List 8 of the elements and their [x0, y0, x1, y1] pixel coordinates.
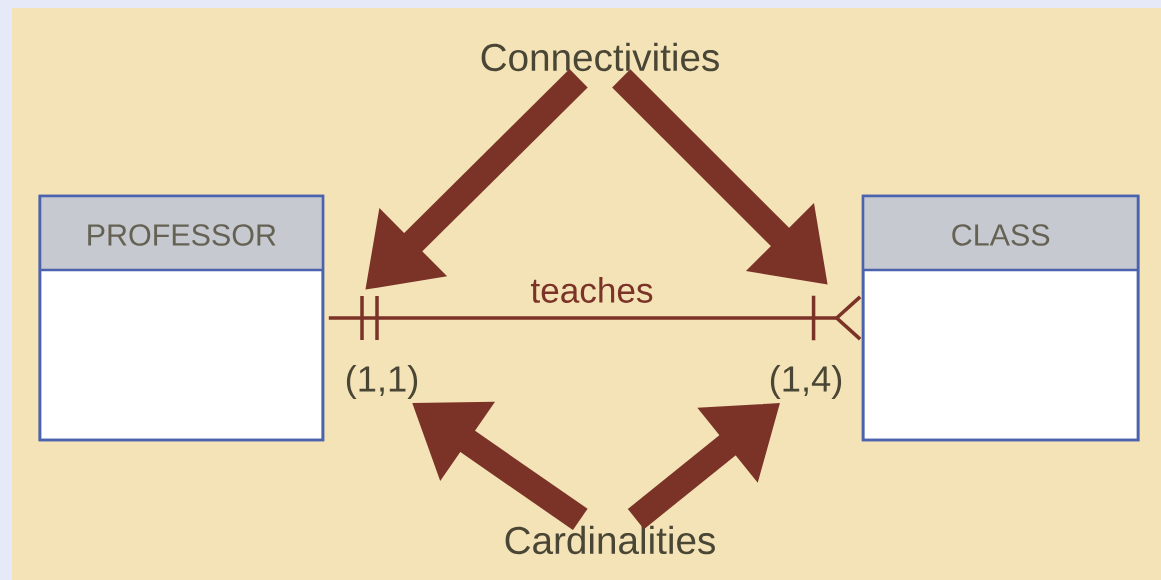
entity-box: CLASS: [861, 194, 1140, 442]
callout-text: Cardinalities: [505, 525, 715, 555]
callout-text: Connectivities: [481, 42, 719, 72]
relationship-line: [327, 294, 862, 342]
cardinality-label: (1,1): [346, 365, 418, 399]
cardinality-label: (1,4): [770, 365, 842, 399]
edge-label: teaches: [529, 275, 655, 305]
entity-box: PROFESSOR: [38, 194, 325, 442]
